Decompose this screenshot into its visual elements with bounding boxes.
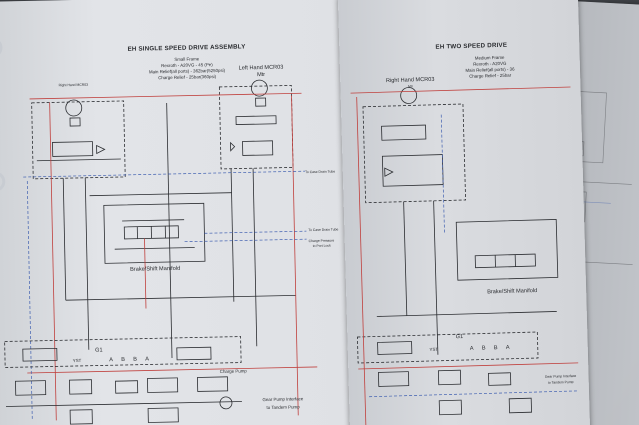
left-motor-label: Left Hand MCR03 [239,65,284,72]
charge-pressure-label: Charge Pressure [309,239,335,244]
spec-line: Charge Relief - 25bar(360psi) [158,74,216,80]
pump-g1-label: G1 [95,347,103,353]
case-drain-label: To Case Drain Tube [305,170,335,175]
port-label: A [145,356,149,362]
right-motor-label: Right Hand MCR03 [386,77,435,84]
port-label: B [121,357,125,363]
gear-pump-label: Gear Pump Interface [545,374,577,379]
pump-g1-label: G1 [456,334,464,340]
port-label: A [109,357,113,363]
charge-pump-label: Charge Pump [220,368,248,374]
spec-line: Charge Relief - 25bar [469,73,512,79]
spec-line: Rexroth - A20VG [473,61,507,67]
pump-yst-label: YST [429,347,438,352]
port-lock-label: to Port Lock [313,244,331,248]
manifold-label: Brake/Shift Manifold [130,266,180,273]
gear-pump-label: to Tandem Pump [266,404,300,410]
right-motor-label: Right Hand MCR03 [59,83,89,88]
spec-line: Main Relief(all ports) - 36 [465,67,515,73]
case-drain-label: To Case Drain Tube [308,227,338,232]
manifold-label: Brake/Shift Manifold [487,288,537,295]
diagram-title: EH TWO SPEED DRIVE [435,42,507,51]
port-label: A [506,345,510,351]
gear-pump-label: to Tandem Pump [548,380,574,385]
gear-pump-label: Gear Pump Interface [262,396,303,402]
motor-abbrev: Mtr [408,84,414,88]
spec-line: Rexroth - A20VG - 45 (Pe) [161,62,213,68]
right-page: EH TWO SPEED DRIVE Medium Frame Rexroth … [337,0,591,425]
spec-line: Main Relief(all ports) - 362bar(5250psi) [149,68,226,75]
port-label: A [470,346,474,352]
left-page: EH SINGLE SPEED DRIVE ASSEMBLY Small Fra… [0,0,351,425]
port-label: B [133,357,137,363]
single-speed-schematic: EH SINGLE SPEED DRIVE ASSEMBLY Small Fra… [4,43,338,425]
port-label: B [494,345,498,351]
motor-abbrev: Mtr [257,72,265,78]
two-speed-schematic: EH TWO SPEED DRIVE Medium Frame Rexroth … [350,42,579,425]
spec-line: Small Frame [174,56,200,62]
port-label: B [482,345,486,351]
spec-line: Medium Frame [475,55,505,61]
pump-yst-label: YST [73,358,82,363]
diagram-title: EH SINGLE SPEED DRIVE ASSEMBLY [127,43,246,52]
